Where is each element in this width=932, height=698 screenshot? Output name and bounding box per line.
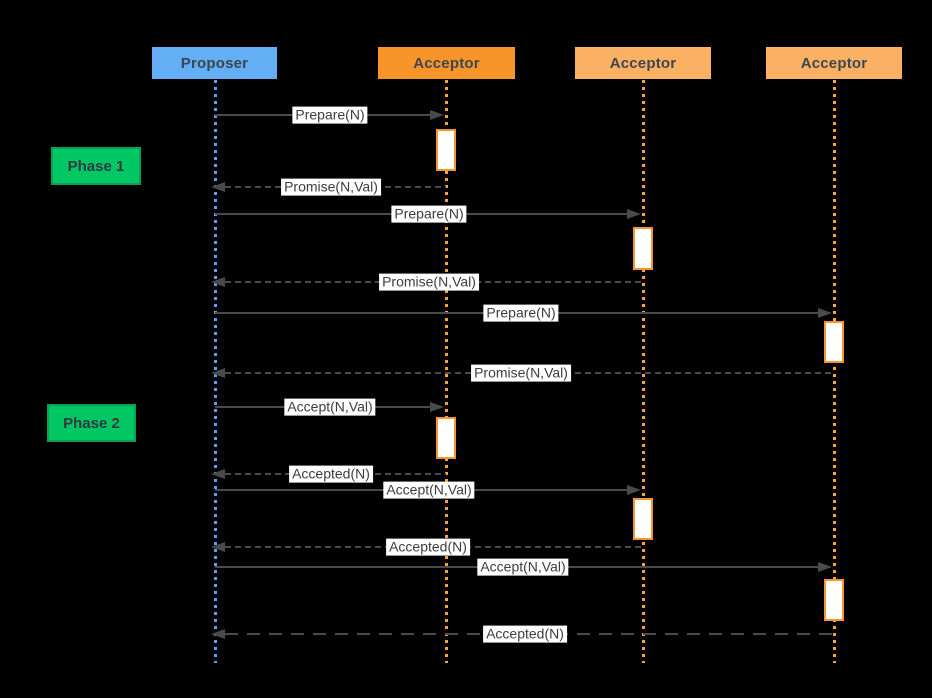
message-label-10: Accepted(N) xyxy=(386,538,470,556)
activation-box-3 xyxy=(824,321,844,363)
acceptor-lifeline-2 xyxy=(642,80,645,663)
activation-box-5 xyxy=(633,498,653,540)
actor-header-acceptor-3: Acceptor xyxy=(766,47,902,79)
arrowhead-right-icon xyxy=(627,209,641,219)
acceptor-lifeline-3 xyxy=(833,80,836,663)
phase-1-label: Phase 1 xyxy=(51,147,141,185)
message-label-12: Accepted(N) xyxy=(483,625,567,643)
actor-header-acceptor-2: Acceptor xyxy=(575,47,711,79)
arrowhead-right-icon xyxy=(430,110,444,120)
arrowhead-left-icon xyxy=(211,469,225,479)
message-label-6: Promise(N,Val) xyxy=(471,364,571,382)
phase-2-label: Phase 2 xyxy=(47,404,136,442)
arrowhead-left-icon xyxy=(211,182,225,192)
activation-box-1 xyxy=(436,129,456,171)
arrowhead-right-icon xyxy=(818,308,832,318)
message-label-8: Accepted(N) xyxy=(289,465,373,483)
message-label-7: Accept(N,Val) xyxy=(284,398,376,416)
message-label-1: Prepare(N) xyxy=(292,106,368,124)
message-label-5: Prepare(N) xyxy=(483,304,559,322)
message-label-11: Accept(N,Val) xyxy=(477,558,569,576)
acceptor-lifeline-1 xyxy=(445,80,448,663)
actor-header-proposer: Proposer xyxy=(152,47,277,79)
actor-header-acceptor-1: Acceptor xyxy=(378,47,515,79)
message-label-4: Promise(N,Val) xyxy=(379,273,479,291)
arrowhead-right-icon xyxy=(818,562,832,572)
message-label-3: Prepare(N) xyxy=(391,205,467,223)
arrowhead-right-icon xyxy=(627,485,641,495)
message-label-9: Accept(N,Val) xyxy=(383,481,475,499)
arrowhead-left-icon xyxy=(211,542,225,552)
arrowhead-left-icon xyxy=(211,629,225,639)
activation-box-2 xyxy=(633,227,653,270)
arrowhead-left-icon xyxy=(211,368,225,378)
activation-box-4 xyxy=(436,417,456,459)
arrowhead-left-icon xyxy=(211,277,225,287)
activation-box-6 xyxy=(824,579,844,621)
arrowhead-right-icon xyxy=(430,402,444,412)
message-label-2: Promise(N,Val) xyxy=(281,178,381,196)
